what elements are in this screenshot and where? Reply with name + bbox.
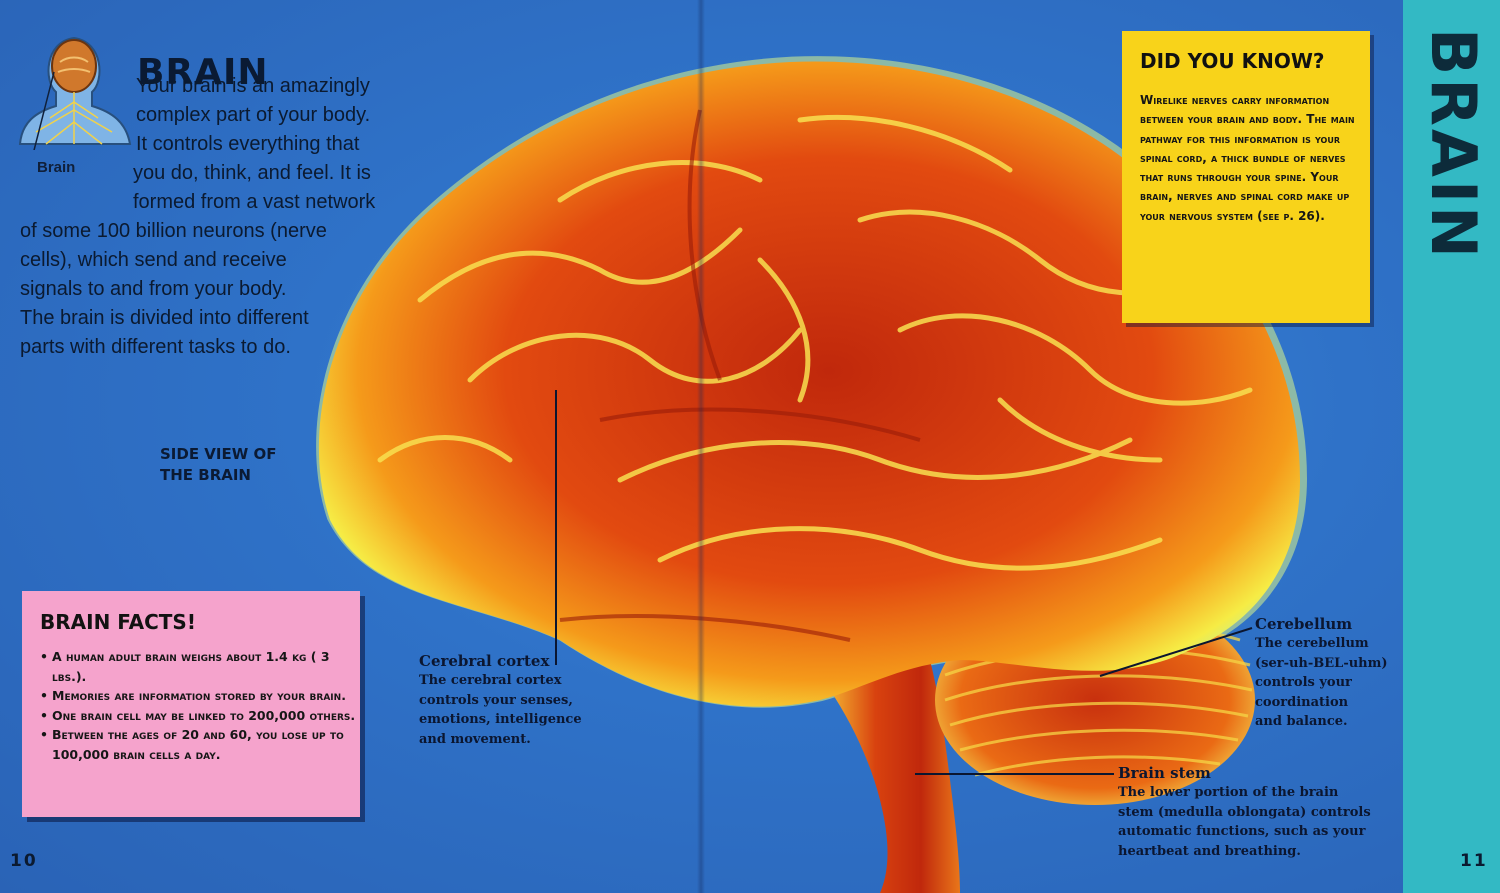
intro-line: signals to and from your body. (20, 278, 287, 300)
fact-item: Between the ages of 20 and 60, you lose … (40, 725, 356, 764)
cerebellum-line: The cerebellum (1255, 636, 1369, 651)
did-you-know-text: Wirelike nerves carry information betwee… (1140, 93, 1355, 223)
intro-line: It controls everything that (136, 133, 360, 155)
brain-stem-callout: Brain stem The lower portion of the brai… (1118, 763, 1398, 861)
nervous-system-icon (18, 36, 132, 150)
cerebellum-line: (ser-uh-BEL-uhm) (1255, 655, 1388, 671)
page-number-right: 11 (1460, 851, 1488, 871)
intro-line: formed from a vast network (133, 191, 376, 213)
cortex-line: emotions, intelligence (419, 712, 582, 727)
intro-line: of some 100 billion neurons (nerve (20, 220, 327, 242)
cerebellum-line: coordination (1255, 694, 1349, 710)
cerebellum-line: controls your (1255, 675, 1352, 690)
cerebellum-callout: Cerebellum The cerebellum (ser-uh-BEL-uh… (1255, 614, 1400, 732)
side-view-line: SIDE VIEW OF (160, 445, 277, 463)
fact-item: Memories are information stored by your … (40, 686, 356, 706)
brain-stem-line: The lower portion of the brain (1118, 785, 1339, 800)
side-tab-title: BRAIN (1417, 28, 1490, 261)
brain-stem-line: automatic functions, such as your (1118, 824, 1366, 839)
intro-line: you do, think, and feel. It is (133, 162, 371, 184)
cerebrum-shape (318, 61, 1300, 707)
brain-gyri (377, 114, 1253, 571)
brain-stem-shape (830, 660, 960, 893)
cortex-line: controls your senses, (419, 692, 573, 708)
brain-sulci (559, 109, 921, 642)
brain-facts-list: A human adult brain weighs about 1.4 kg … (40, 647, 356, 764)
icon-label-brain: Brain (37, 159, 76, 176)
intro-line: parts with different tasks to do. (20, 336, 291, 358)
intro-line: complex part of your body. (136, 104, 371, 126)
intro-line: Your brain is an amazingly (136, 75, 370, 97)
brain-facts-title: BRAIN FACTS! (40, 610, 196, 634)
side-view-caption: SIDE VIEW OF THE BRAIN (160, 444, 300, 486)
brain-facts-box: BRAIN FACTS! A human adult brain weighs … (22, 591, 360, 817)
page-title: BRAIN (137, 52, 269, 94)
cortex-title: Cerebral cortex (419, 652, 550, 670)
side-tab (1403, 0, 1500, 893)
page-number-left: 10 (10, 851, 38, 871)
page-gutter (697, 0, 705, 893)
intro-line: The brain is divided into different (20, 307, 309, 329)
did-you-know-box: DID YOU KNOW? Wirelike nerves carry info… (1122, 31, 1370, 323)
side-view-line: THE BRAIN (160, 466, 251, 484)
fact-item: One brain cell may be linked to 200,000 … (40, 706, 356, 726)
cerebellum-title: Cerebellum (1255, 615, 1353, 633)
brain-stem-line: heartbeat and breathing. (1118, 843, 1301, 859)
fact-item: A human adult brain weighs about 1.4 kg … (40, 647, 356, 686)
cerebellum-leader-line (1099, 627, 1253, 677)
intro-line: cells), which send and receive (20, 249, 287, 271)
brain-stem-title: Brain stem (1118, 764, 1211, 782)
brain-stem-line: stem (medulla oblongata) controls (1118, 804, 1371, 820)
did-you-know-title: DID YOU KNOW? (1140, 49, 1325, 73)
cerebellum-line: and balance. (1255, 714, 1348, 729)
cortex-line: and movement. (419, 731, 531, 747)
cortex-callout: Cerebral cortex The cerebral cortex cont… (419, 651, 589, 749)
cortex-line: The cerebral cortex (419, 673, 562, 688)
